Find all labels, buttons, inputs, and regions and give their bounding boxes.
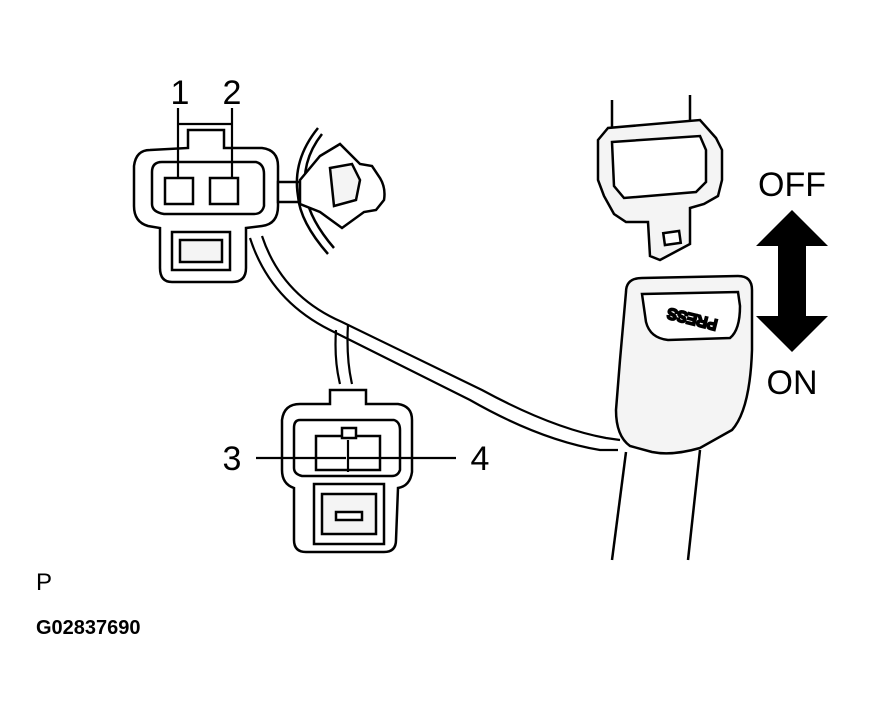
pin-3-label: 3 [223, 440, 242, 478]
harness-clip [276, 127, 386, 255]
corner-letter: P [36, 569, 52, 596]
on-label: ON [767, 364, 818, 402]
terminal-2 [208, 176, 240, 206]
off-label: OFF [758, 166, 826, 204]
harness-wires [248, 235, 621, 452]
terminal-1 [163, 176, 195, 206]
off-on-double-arrow-icon [756, 210, 828, 352]
pin-leader-lines [176, 108, 456, 472]
pin-2-label: 2 [223, 74, 242, 112]
tongue-plate [596, 118, 724, 262]
pin-1-label: 1 [171, 74, 190, 112]
buckle-body: PRESS [614, 274, 754, 455]
figure-code: G02837690 [36, 617, 141, 639]
upper-connector [132, 128, 280, 284]
lower-belt-strap [610, 449, 702, 561]
pin-4-label: 4 [471, 440, 490, 478]
